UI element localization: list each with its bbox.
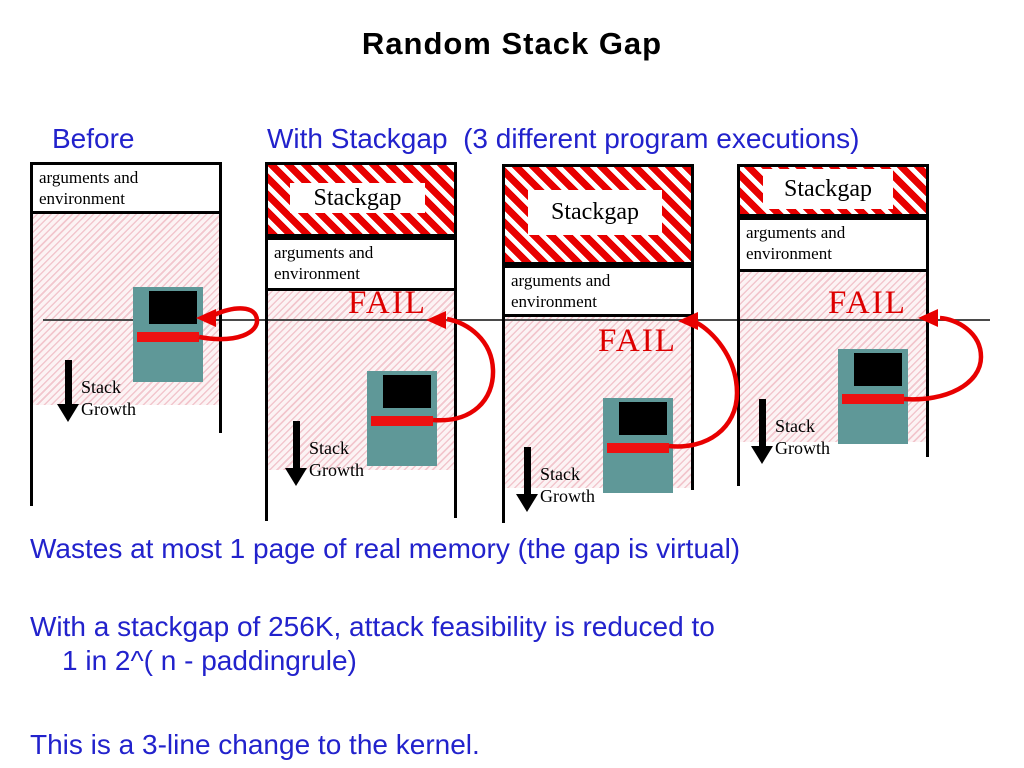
stackgap-label: Stackgap xyxy=(528,190,662,235)
column-left-border xyxy=(502,310,505,523)
note-stackgap-256k: With a stackgap of 256K, attack feasibil… xyxy=(30,611,715,642)
stack-growth-label: Growth xyxy=(540,486,595,506)
stack-growth-arrowhead xyxy=(751,446,773,464)
page-title: Random Stack Gap xyxy=(361,26,663,61)
args-env-box: arguments and environment xyxy=(502,265,694,317)
stackgap-label: Stackgap xyxy=(290,183,425,213)
computer-icon xyxy=(603,398,673,493)
column-right-border xyxy=(454,284,457,518)
stack-growth-arrowhead xyxy=(516,494,538,512)
computer-icon xyxy=(367,371,437,466)
stackgap-box: Stackgap xyxy=(737,164,929,217)
fail-label: FAIL xyxy=(598,323,677,359)
column-left-border xyxy=(265,284,268,521)
computer-screen xyxy=(383,375,431,408)
overflow-bar xyxy=(842,394,904,404)
stack-growth-arrow xyxy=(293,421,300,468)
stack-growth-arrow xyxy=(759,399,766,446)
note-kernel-change: This is a 3-line change to the kernel. xyxy=(30,729,480,760)
args-env-box: arguments and environment xyxy=(737,217,929,272)
stack-growth-label: Growth xyxy=(309,460,364,480)
column-right-border xyxy=(926,265,929,457)
computer-screen xyxy=(854,353,902,386)
stack-growth-label: Stack xyxy=(81,377,121,397)
note-probability: 1 in 2^( n - paddingrule) xyxy=(62,645,357,676)
note-wastes: Wastes at most 1 page of real memory (th… xyxy=(30,533,741,564)
overflow-bar xyxy=(607,443,669,453)
fail-label: FAIL xyxy=(828,285,907,321)
column-left-border xyxy=(737,265,740,486)
with-stackgap-label: With Stackgap (3 different program execu… xyxy=(267,123,860,154)
column-left-border xyxy=(30,207,33,506)
overflow-bar xyxy=(371,416,433,426)
fail-label: FAIL xyxy=(348,285,427,321)
stack-growth-label: Stack xyxy=(540,464,580,484)
stack-growth-arrow xyxy=(65,360,72,404)
stack-growth-arrowhead xyxy=(57,404,79,422)
stack-growth-label: Growth xyxy=(81,399,136,419)
stack-growth-arrowhead xyxy=(285,468,307,486)
args-env-box: arguments and environment xyxy=(265,237,457,291)
stack-growth-label: Stack xyxy=(309,438,349,458)
overflow-bar xyxy=(137,332,199,342)
column-right-border xyxy=(691,310,694,490)
args-env-box: arguments and environment xyxy=(30,162,222,214)
stackgap-label: Stackgap xyxy=(763,169,893,209)
stack-growth-label: Growth xyxy=(775,438,830,458)
computer-icon xyxy=(838,349,908,444)
column-right-border xyxy=(219,207,222,433)
stackgap-box: Stackgap xyxy=(265,162,457,237)
return-address-line xyxy=(43,319,990,321)
computer-screen xyxy=(149,291,197,324)
stackgap-box: Stackgap xyxy=(502,164,694,265)
computer-icon xyxy=(133,287,203,382)
stack-growth-arrow xyxy=(524,447,531,494)
stack-growth-label: Stack xyxy=(775,416,815,436)
computer-screen xyxy=(619,402,667,435)
before-label: Before xyxy=(52,123,135,154)
